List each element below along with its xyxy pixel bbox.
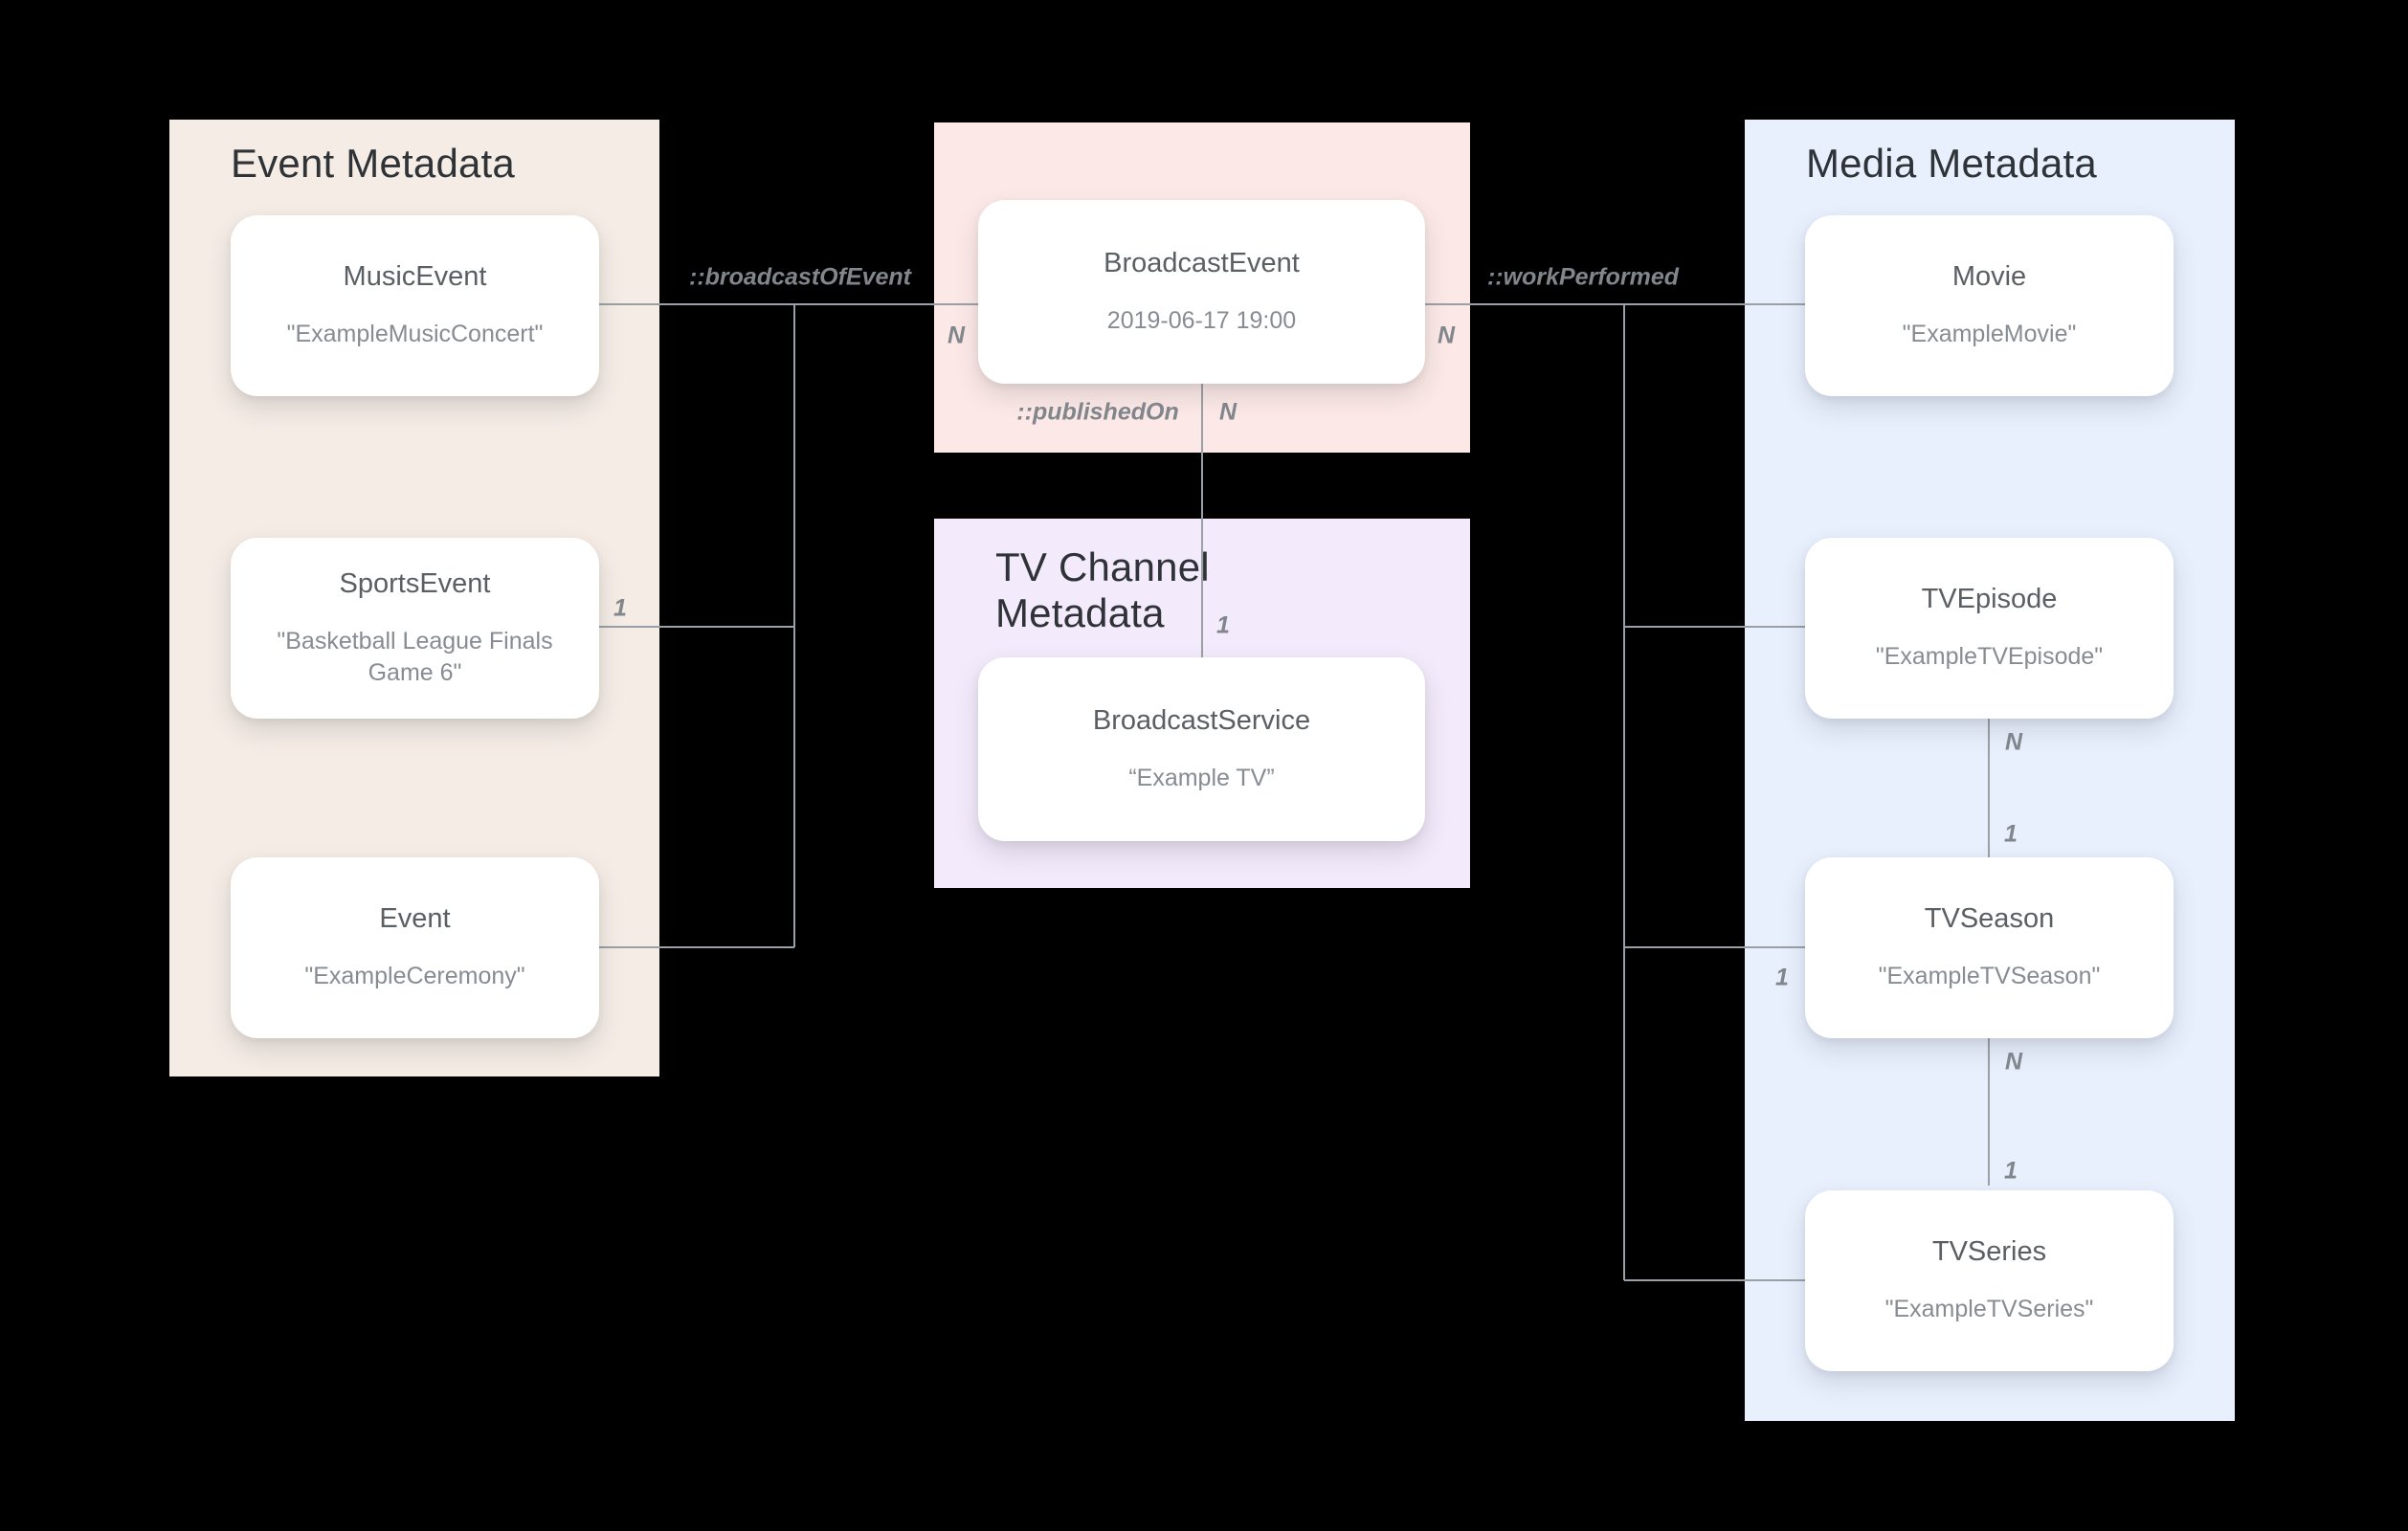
card-value: “Example TV” [1128, 764, 1275, 791]
cardinality-episode-of-season-1: 1 [2004, 820, 2018, 848]
card-tv-season: TVSeason "ExampleTVSeason" [1805, 857, 2174, 1038]
card-title: SportsEvent [339, 567, 491, 599]
card-tv-episode: TVEpisode "ExampleTVEpisode" [1805, 538, 2174, 719]
card-title: BroadcastService [1092, 704, 1311, 736]
card-broadcast-service: BroadcastService “Example TV” [978, 657, 1425, 841]
relationship-label-published-on: ::publishedOn [1016, 398, 1179, 426]
card-value: 2019-06-17 19:00 [1106, 306, 1297, 334]
cardinality-broadcast-of-event-1: 1 [613, 594, 627, 622]
card-value: "Basketball League Finals Game 6" [277, 628, 553, 686]
relationship-label-broadcast-of-event: ::broadcastOfEvent [689, 263, 911, 291]
card-value: "ExampleTVSeries" [1884, 1296, 2094, 1323]
card-title: Movie [1951, 261, 2027, 293]
cardinality-work-performed-1: 1 [1775, 964, 1789, 991]
cardinality-published-on-n: N [1218, 398, 1237, 426]
card-value: "ExampleTVEpisode" [1875, 643, 2104, 671]
cardinality-season-of-series-n: N [2004, 1048, 2023, 1076]
card-movie: Movie "ExampleMovie" [1805, 215, 2174, 396]
card-title: BroadcastEvent [1104, 247, 1300, 278]
card-event: Event "ExampleCeremony" [231, 857, 599, 1038]
card-value: "ExampleCeremony" [304, 963, 525, 990]
card-title: TVSeason [1924, 903, 2055, 935]
card-value: "ExampleTVSeason" [1878, 963, 2101, 990]
cardinality-work-performed-n: N [1437, 322, 1456, 349]
cardinality-season-of-series-1: 1 [2004, 1157, 2018, 1185]
cardinality-episode-of-season-n: N [2004, 728, 2023, 756]
card-music-event: MusicEvent "ExampleMusicConcert" [231, 215, 599, 396]
card-value: "ExampleMusicConcert" [286, 321, 544, 348]
card-title: MusicEvent [343, 261, 487, 293]
panel-title-event-metadata: Event Metadata [231, 141, 515, 186]
relationship-label-work-performed: ::workPerformed [1486, 263, 1680, 291]
card-tv-series: TVSeries "ExampleTVSeries" [1805, 1190, 2174, 1371]
card-value: "ExampleMovie" [1902, 321, 2077, 348]
cardinality-published-on-1: 1 [1216, 611, 1230, 639]
card-title: TVSeries [1931, 1236, 2047, 1268]
cardinality-broadcast-of-event-n: N [947, 322, 966, 349]
panel-title-media-metadata: Media Metadata [1806, 141, 2097, 186]
card-title: TVEpisode [1921, 584, 2058, 615]
card-title: Event [379, 903, 451, 935]
card-sports-event: SportsEvent "Basketball League Finals Ga… [231, 538, 599, 719]
panel-title-tv-channel-metadata: TV Channel Metadata [995, 544, 1210, 635]
card-broadcast-event: BroadcastEvent 2019-06-17 19:00 [978, 200, 1425, 384]
